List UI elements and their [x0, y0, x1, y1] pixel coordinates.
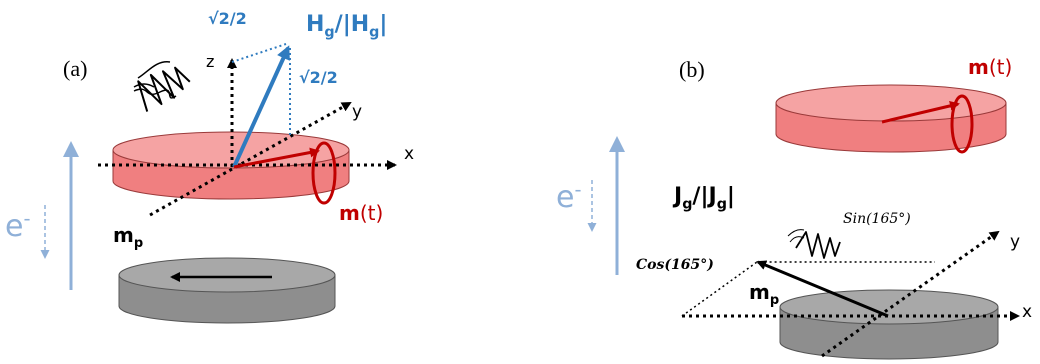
- electron-label-a: e-: [5, 207, 31, 244]
- fixed-layer-disk-b: [779, 289, 999, 360]
- hg-arrow: [232, 45, 290, 168]
- m-arrow-a: [233, 147, 320, 169]
- panel-b: [587, 84, 1020, 360]
- microwave-wave-a: [133, 61, 177, 99]
- m-arrow-b: [881, 100, 960, 124]
- sqrt-top-label: √2/2: [208, 9, 247, 28]
- z-axis-label-a: z: [206, 52, 215, 71]
- precession-loop-a: [311, 141, 337, 205]
- cos-label: Cos(165°): [636, 257, 714, 273]
- m-label-a: m(t): [339, 201, 384, 225]
- y-axis-label-b: y: [1010, 232, 1021, 252]
- x-axis-label-b: x: [1022, 302, 1033, 322]
- panel-a: [40, 43, 397, 324]
- mp-arrow-b: [756, 260, 889, 318]
- y-axis-label-a: y: [352, 102, 363, 122]
- y-axis-b: [821, 230, 1000, 358]
- x-axis-label-a: x: [404, 144, 415, 164]
- panel-b-tag: (b): [679, 57, 705, 82]
- panel-a-tag: (a): [63, 56, 88, 81]
- electron-label-b: e-: [556, 178, 582, 215]
- hg-label: Hg/|Hg|: [306, 12, 388, 41]
- jg-label: Jg/|Jg|: [674, 184, 735, 213]
- fixed-layer-disk-a: [118, 257, 336, 324]
- m-label-b: m(t): [968, 55, 1013, 79]
- mp-label-b: mp: [749, 280, 780, 308]
- sin-label: Sin(165°): [843, 211, 911, 227]
- microwave-wave-b: [795, 231, 841, 259]
- y-axis-a: [149, 101, 352, 217]
- sqrt-side-label: √2/2: [299, 68, 338, 87]
- precession-loop-b: [950, 94, 974, 154]
- mp-label-a: mp: [113, 223, 144, 251]
- projection-parallelogram: [681, 261, 935, 317]
